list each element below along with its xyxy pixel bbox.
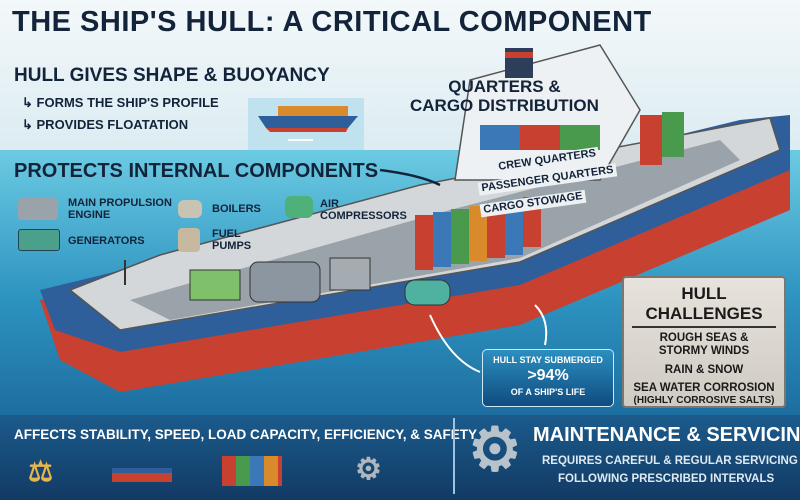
challenge-item: RAIN & SNOW (664, 363, 744, 376)
component-label: MAIN PROPULSION ENGINE (68, 197, 172, 222)
fuel-pump-icon (178, 228, 200, 252)
protect-arrow (379, 168, 441, 187)
maintenance-heading: MAINTENANCE & SERVICING (533, 424, 800, 446)
quarters-label-line: CARGO DISTRIBUTION (410, 96, 599, 115)
challenge-item: SEA WATER CORROSION (633, 381, 775, 394)
hull-challenges-panel: HULL CHALLENGES ROUGH SEAS & STORMY WIND… (622, 276, 786, 408)
challenge-item: (HIGHLY CORROSIVE SALTS) (633, 394, 775, 406)
engine-room-machinery (189, 257, 451, 306)
component-label: AIR COMPRESSORS (320, 198, 407, 223)
affects-text: AFFECTS STABILITY, SPEED, LOAD CAPACITY,… (14, 427, 478, 442)
shape-heading: HULL GIVES SHAPE & BUOYANCY (14, 65, 330, 86)
maintenance-line: FOLLOWING PRESCRIBED INTERVALS (558, 473, 775, 485)
compressor-icon (285, 196, 313, 218)
challenges-heading: HULL CHALLENGES (632, 284, 776, 329)
challenge-item: ROUGH SEAS & STORMY WINDS (658, 332, 750, 358)
component-label: GENERATORS (68, 235, 145, 247)
boiler-icon (178, 200, 202, 218)
generator-icon (18, 229, 60, 251)
containers-icon (222, 456, 282, 486)
gear-icon: ⚙ (355, 453, 382, 486)
scale-icon: ⚖ (28, 456, 54, 487)
shape-point: ↳ PROVIDES FLOATATION (22, 117, 189, 132)
ship-profile-icon (248, 98, 364, 150)
ship-icon (112, 468, 172, 482)
submerged-arrow-out (534, 304, 548, 346)
divider (453, 418, 455, 494)
point-text: PROVIDES FLOATATION (36, 117, 189, 132)
submerged-line2: OF A SHIP'S LIFE (510, 387, 586, 397)
maintenance-line: REQUIRES CAREFUL & REGULAR SERVICING (542, 455, 798, 467)
cargo-containers (415, 112, 684, 270)
bottom-band (0, 415, 800, 500)
page-title: THE SHIP'S HULL: A CRITICAL COMPONENT (12, 6, 652, 38)
submerged-line1: HULL STAY SUBMERGED (493, 355, 603, 365)
submerged-callout: HULL STAY SUBMERGED >94% OF A SHIP'S LIF… (482, 349, 614, 407)
component-label: BOILERS (212, 203, 261, 215)
funnel-stripe (505, 52, 533, 58)
shape-point: ↳ FORMS THE SHIP'S PROFILE (22, 95, 219, 110)
quarters-label: QUARTERS &CARGO DISTRIBUTION (410, 78, 599, 114)
component-label: FUEL PUMPS (212, 228, 252, 253)
submerged-arrow-in (429, 314, 481, 373)
maintenance-gear-wrench-icon: ⚙ (468, 416, 522, 483)
quarters-label-line: QUARTERS & (448, 77, 561, 96)
point-text: FORMS THE SHIP'S PROFILE (36, 95, 219, 110)
protect-heading: PROTECTS INTERNAL COMPONENTS (14, 160, 379, 182)
submerged-value: >94% (527, 367, 569, 384)
engine-icon (18, 198, 58, 220)
